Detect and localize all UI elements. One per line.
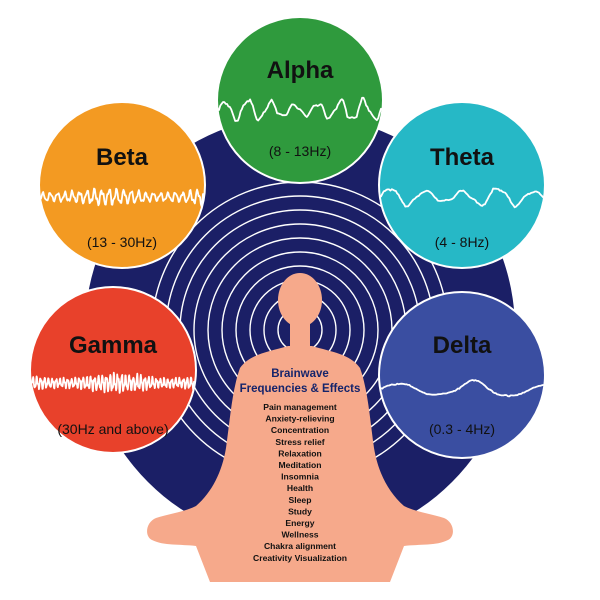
effect-item: Chakra alignment: [264, 541, 336, 551]
effect-item: Study: [288, 506, 312, 516]
beta-name: Beta: [96, 144, 149, 171]
gamma-range: (30Hz and above): [57, 421, 168, 437]
effect-item: Wellness: [281, 530, 318, 540]
meditating-figure: [147, 273, 453, 582]
effect-item: Sleep: [289, 495, 312, 505]
theta-range: (4 - 8Hz): [435, 234, 489, 250]
effects-panel: Brainwave Frequencies & Effects Pain man…: [240, 368, 361, 563]
effect-item: Meditation: [279, 460, 322, 470]
effects-title-line2: Frequencies & Effects: [240, 383, 361, 395]
effect-item: Creativity Visualization: [253, 553, 347, 563]
delta-name: Delta: [433, 332, 492, 359]
band-beta: Beta (13 - 30Hz): [38, 101, 206, 269]
band-delta: Delta (0.3 - 4Hz): [378, 291, 546, 459]
beta-circle: [38, 101, 206, 269]
delta-circle: [378, 291, 546, 459]
effect-item: Pain management: [263, 402, 337, 412]
theta-circle: [378, 101, 546, 269]
beta-range: (13 - 30Hz): [87, 234, 157, 250]
effect-item: Anxiety-relieving: [265, 414, 334, 424]
figure-body: [147, 346, 453, 582]
gamma-waveform: [31, 371, 195, 394]
effect-item: Concentration: [271, 425, 329, 435]
alpha-waveform: [218, 96, 382, 122]
effect-item: Stress relief: [275, 437, 324, 447]
beta-waveform: [40, 187, 204, 207]
figure-neck: [290, 318, 310, 352]
delta-range: (0.3 - 4Hz): [429, 421, 495, 437]
effect-item: Relaxation: [278, 448, 321, 458]
effect-item: Energy: [285, 518, 314, 528]
effects-list: Pain managementAnxiety-relievingConcentr…: [253, 402, 347, 563]
effect-item: Health: [287, 483, 313, 493]
alpha-circle: [216, 16, 384, 184]
theta-waveform: [380, 187, 544, 209]
band-alpha: Alpha (8 - 13Hz): [216, 16, 384, 184]
alpha-range: (8 - 13Hz): [269, 143, 331, 159]
gamma-circle: [29, 286, 197, 454]
gamma-name: Gamma: [69, 332, 158, 359]
band-gamma: Gamma (30Hz and above): [29, 286, 197, 454]
effect-item: Insomnia: [281, 472, 319, 482]
effects-title-line1: Brainwave: [271, 368, 329, 380]
figure-head: [278, 273, 322, 327]
band-theta: Theta (4 - 8Hz): [378, 101, 546, 269]
theta-name: Theta: [430, 144, 495, 171]
delta-waveform: [380, 379, 544, 398]
alpha-name: Alpha: [267, 57, 334, 84]
frequency-bands: Alpha (8 - 13Hz) Theta (4 - 8Hz) Delta (0.3 -…: [29, 16, 546, 459]
